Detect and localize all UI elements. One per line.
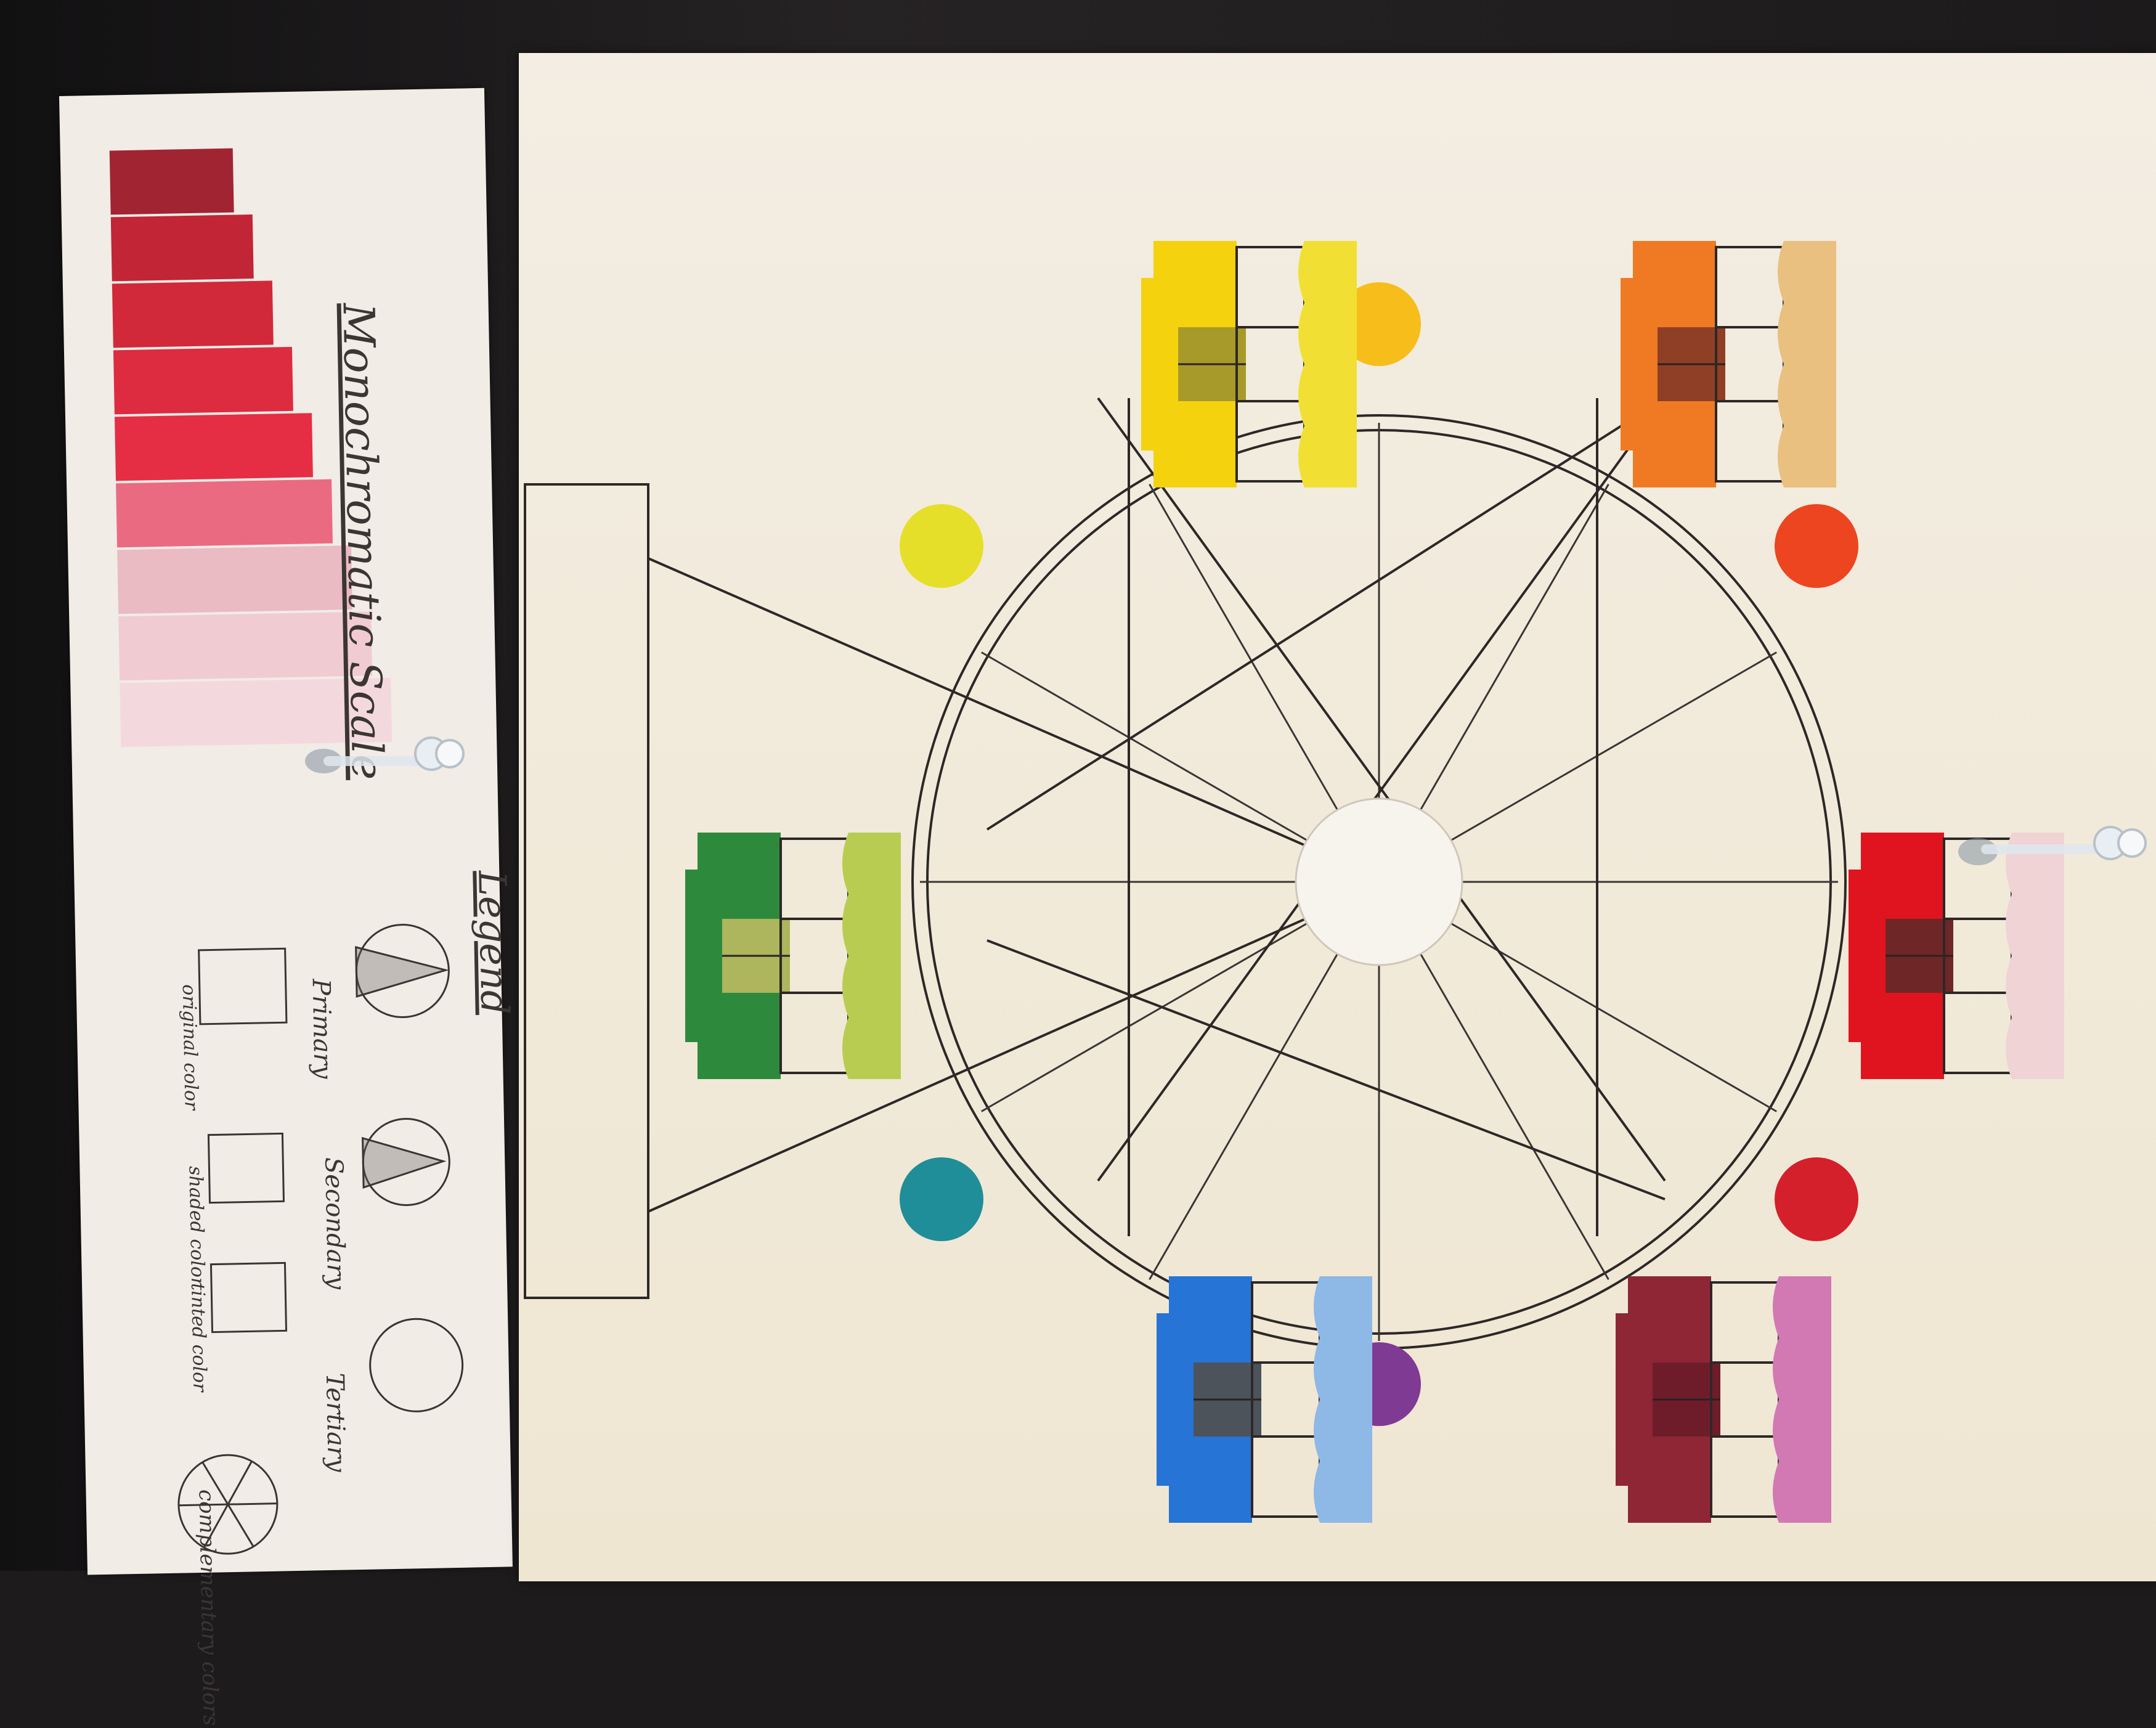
- legend-caption-original: original color: [177, 984, 202, 1111]
- gondola-green-window-frame: [779, 838, 850, 1074]
- wheel-support-upper: [648, 557, 1382, 880]
- push-pin-right: [1958, 826, 2147, 865]
- scale-swatch-8: [118, 611, 373, 681]
- push-pin-left: [305, 736, 465, 773]
- gondola-red: [1849, 833, 2064, 1079]
- frame-diagonal-b: [1097, 397, 1666, 1182]
- frame-diagonal-d: [986, 939, 1666, 1200]
- legend-tertiary-wheel-sketch: [369, 1318, 464, 1412]
- color-wheel-board: [519, 53, 2156, 1581]
- dot-yellow-orange: [1337, 282, 1421, 366]
- dot-blue-green: [900, 1157, 983, 1241]
- gondola-orange-tint-strip: [1778, 241, 1836, 487]
- legend-caption-primary: Primary: [306, 978, 337, 1079]
- scale-swatch-5: [115, 413, 313, 481]
- gondola-red-violet: [1616, 1276, 1831, 1523]
- scale-swatch-7: [117, 545, 353, 614]
- scale-swatch-6: [116, 479, 333, 548]
- gondola-red-violet-tint-strip: [1773, 1276, 1831, 1523]
- monochromatic-scale: [109, 148, 464, 1555]
- gondola-orange-window-frame: [1715, 246, 1785, 483]
- scale-swatch-3: [112, 280, 274, 348]
- scale-swatch-1: [109, 148, 234, 215]
- monochromatic-scale-title: Monochromatic Scale: [333, 302, 393, 781]
- legend-caption-shaded: shaded color: [184, 1165, 209, 1287]
- scale-swatch-2: [110, 214, 254, 282]
- gondola-blue: [1157, 1276, 1372, 1523]
- frame-diagonal-c: [986, 397, 1666, 831]
- legend-caption-complementary: complementary colors: [193, 1489, 223, 1726]
- gondola-green-tint-strip: [842, 833, 901, 1079]
- dot-yellow-green: [900, 504, 983, 588]
- dot-red-orange: [1775, 504, 1858, 588]
- legend-complementary-spoke-3: [203, 1461, 253, 1548]
- legend-caption-tertiary: Tertiary: [320, 1372, 351, 1473]
- ferris-wheel-drawing: [524, 241, 2064, 1523]
- gondola-red-violet-window-frame: [1710, 1281, 1780, 1518]
- gondola-green: [685, 833, 901, 1079]
- legend-original-gondola-sketch: [198, 947, 288, 1025]
- legend-primary-triangle-sketch: [355, 946, 449, 998]
- wheel-support-lower: [648, 884, 1382, 1213]
- legend-secondary-triangle-sketch: [362, 1136, 447, 1189]
- wheel-hub: [1295, 797, 1463, 966]
- legend-tinted-gondola-sketch: [209, 1261, 288, 1334]
- gondola-blue-tint-strip: [1314, 1276, 1372, 1523]
- scale-swatch-9: [120, 677, 393, 748]
- legend-card: Monochromatic Scale Legend Primary Secon…: [59, 88, 518, 1726]
- legend-title: Legend: [470, 870, 518, 1016]
- gondola-yellow: [1141, 241, 1357, 487]
- gondola-orange: [1621, 241, 1836, 487]
- scale-swatch-4: [113, 346, 293, 415]
- gondola-red-tint-strip: [2006, 833, 2064, 1079]
- dot-red: [1775, 1157, 1858, 1241]
- gondola-yellow-window-frame: [1235, 246, 1306, 483]
- legend-caption-tinted: tinted color: [187, 1282, 211, 1392]
- legend-caption-secondary: Secondary: [319, 1157, 351, 1290]
- wheel-base-platform: [524, 483, 649, 1299]
- gondola-yellow-tint-strip: [1298, 241, 1357, 487]
- legend-shaded-gondola-sketch: [207, 1132, 285, 1204]
